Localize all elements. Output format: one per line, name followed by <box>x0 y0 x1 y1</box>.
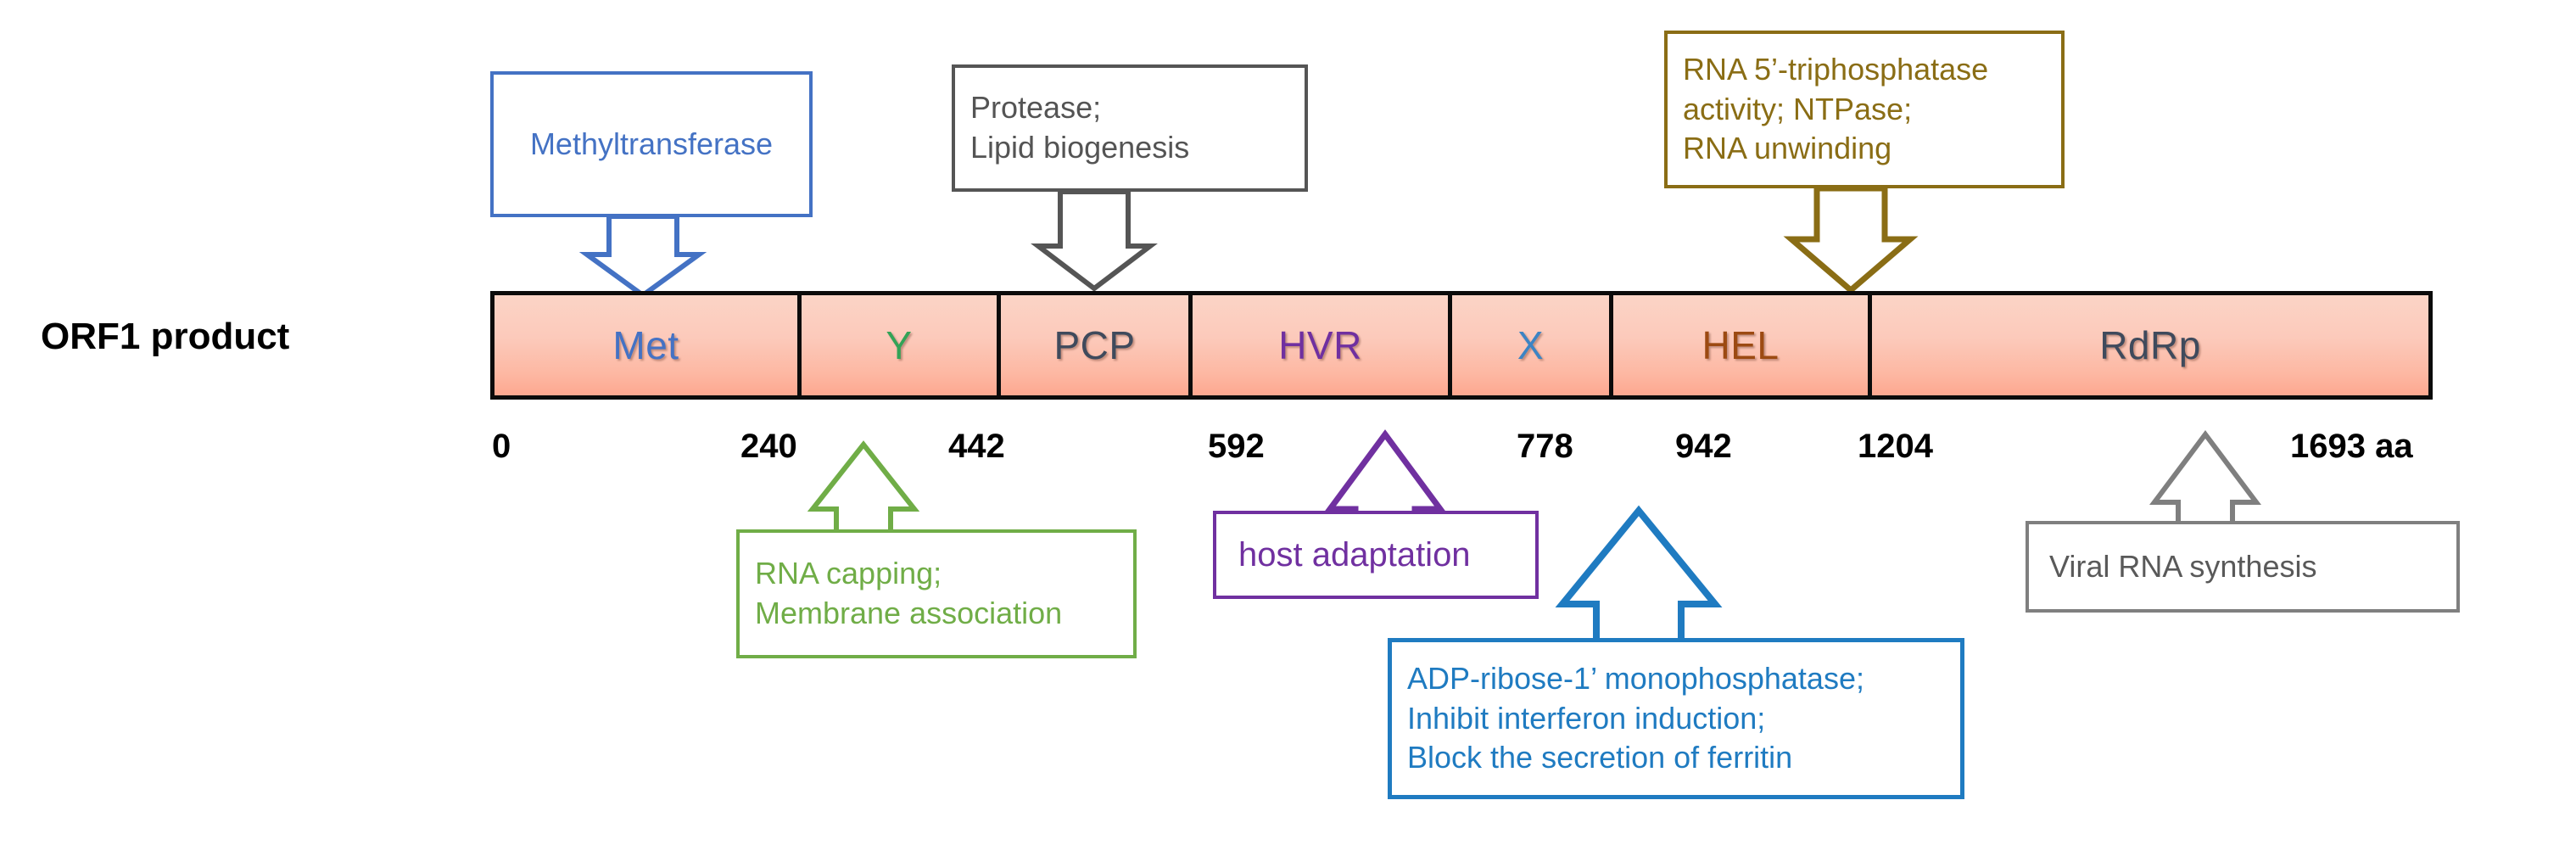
callout-host-adaptation: host adaptation <box>1213 511 1539 599</box>
callout-line: RNA unwinding <box>1683 131 1892 166</box>
bar-segment-rdrp[interactable]: RdRp <box>1872 295 2428 395</box>
bar-segment-label: HVR <box>1278 323 1362 367</box>
bar-segment-hvr[interactable]: HVR <box>1193 295 1452 395</box>
callout-line: Inhibit interferon induction; <box>1407 700 1766 736</box>
callout-line: Block the secretion of ferritin <box>1407 740 1793 775</box>
callout-line: Membrane association <box>755 596 1063 630</box>
arrow-viral-rna-synthesis <box>2149 430 2261 530</box>
bar-segment-met[interactable]: Met <box>495 295 802 395</box>
callout-viral-rna-synthesis: Viral RNA synthesis <box>2026 521 2460 613</box>
callout-line: RNA 5’-triphosphatase <box>1683 51 1989 87</box>
bar-segment-hel[interactable]: HEL <box>1613 295 1872 395</box>
arrow-methyltransferase <box>578 214 707 299</box>
bar-segment-label: Met <box>612 323 679 367</box>
callout-line: Protease; <box>970 90 1102 126</box>
tick-442: 442 <box>948 428 1005 465</box>
tick-778: 778 <box>1517 428 1573 465</box>
callout-protease: Protease; Lipid biogenesis <box>952 64 1308 192</box>
tick-1693: 1693 aa <box>2290 428 2413 465</box>
tick-240: 240 <box>740 428 797 465</box>
callout-line: RNA capping; <box>755 556 942 591</box>
callout-rna-capping: RNA capping; Membrane association <box>736 529 1137 658</box>
bar-segment-label: Y <box>886 323 913 367</box>
callout-line: activity; NTPase; <box>1683 91 1913 126</box>
callout-line: Lipid biogenesis <box>970 130 1190 165</box>
arrow-rna-capping <box>807 440 920 540</box>
arrow-helicase <box>1783 185 1919 294</box>
callout-line: host adaptation <box>1238 536 1471 574</box>
tick-1204: 1204 <box>1858 428 1933 465</box>
row-label-orf1-product: ORF1 product <box>41 316 290 357</box>
bar-segment-label: X <box>1517 323 1545 367</box>
tick-942: 942 <box>1675 428 1732 465</box>
tick-592: 592 <box>1208 428 1265 465</box>
arrow-protease <box>1031 189 1158 292</box>
callout-methyltransferase: Methyltransferase <box>490 71 813 217</box>
bar-segment-x[interactable]: X <box>1452 295 1613 395</box>
bar-segment-label: PCP <box>1053 323 1136 367</box>
callout-line: Viral RNA synthesis <box>2049 548 2317 584</box>
bar-segment-label: HEL <box>1702 323 1780 367</box>
tick-0: 0 <box>492 428 511 465</box>
arrow-adp-ribose <box>1555 505 1723 657</box>
callout-helicase: RNA 5’-triphosphatase activity; NTPase; … <box>1664 31 2065 188</box>
callout-line: ADP-ribose-1’ monophosphatase; <box>1407 660 1864 696</box>
callout-line: Methyltransferase <box>529 126 774 161</box>
bar-segment-pcp[interactable]: PCP <box>1001 295 1193 395</box>
callout-adp-ribose: ADP-ribose-1’ monophosphatase; Inhibit i… <box>1388 638 1964 799</box>
bar-segment-y[interactable]: Y <box>802 295 1001 395</box>
orf1-protein-bar: Met Y PCP HVR X HEL RdRp <box>490 291 2433 400</box>
bar-segment-label: RdRp <box>2099 323 2201 367</box>
